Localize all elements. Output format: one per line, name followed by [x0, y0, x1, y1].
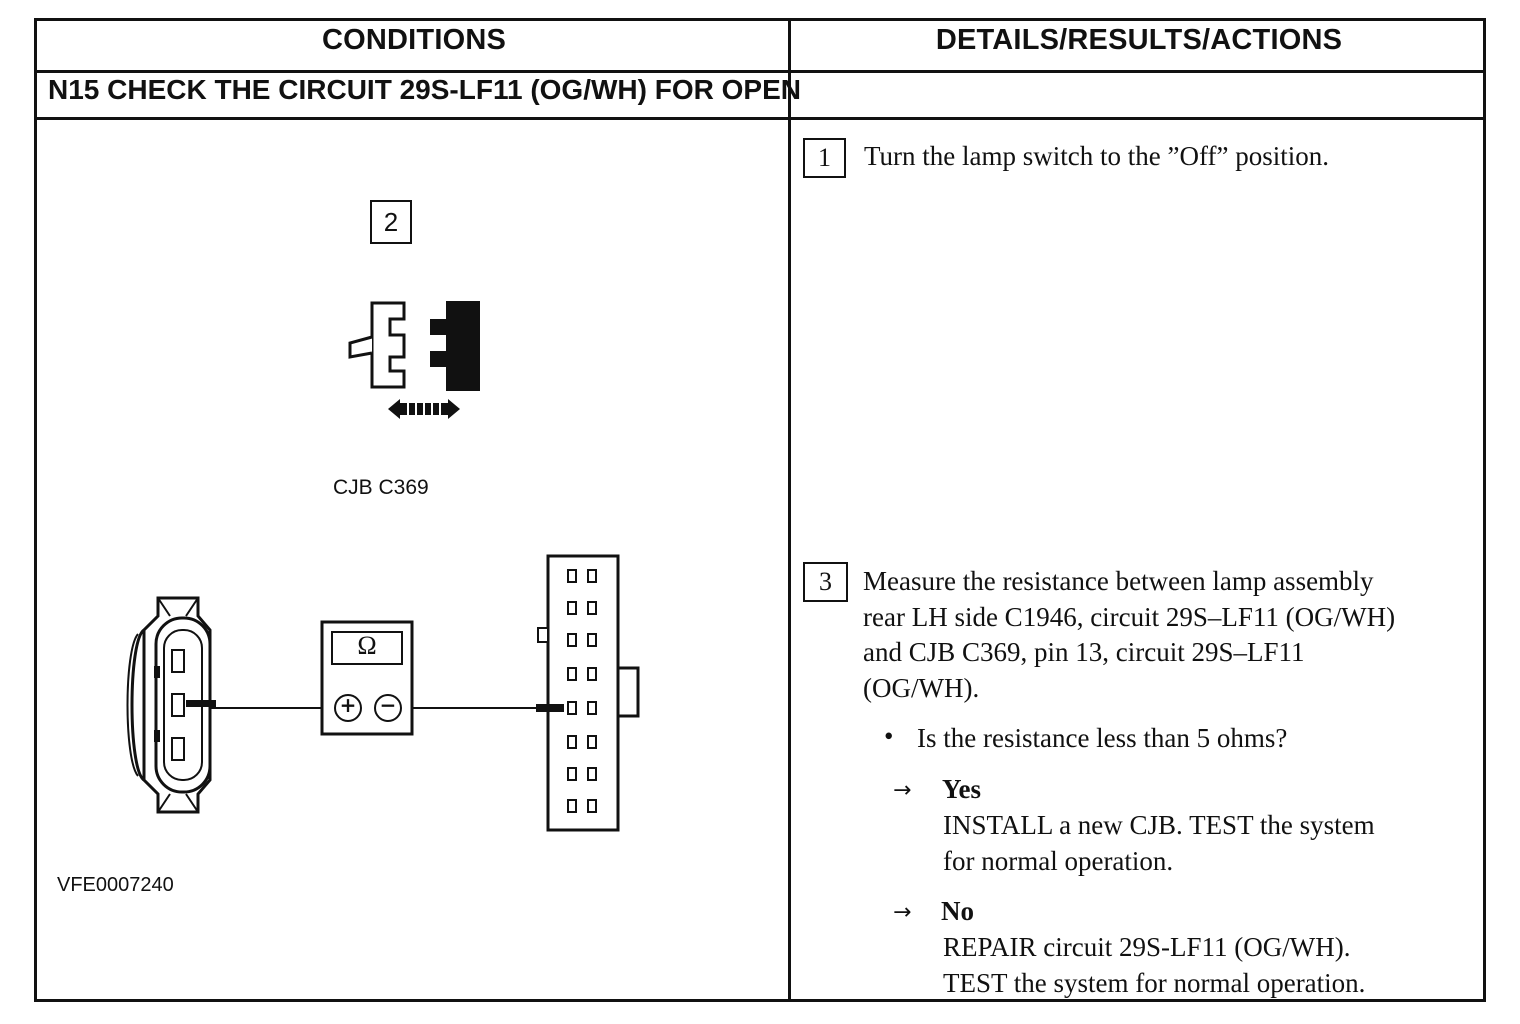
lamp-connector-icon	[126, 596, 216, 814]
arrow-right-icon: →	[893, 778, 912, 803]
ohm-symbol: Ω	[357, 631, 377, 660]
step-title: N15 CHECK THE CIRCUIT 29S-LF11 (OG/WH) F…	[48, 74, 801, 105]
bullet-point: •	[884, 721, 894, 751]
yes-line: INSTALL a new CJB. TEST the system	[943, 810, 1375, 840]
plus-terminal: +	[339, 693, 357, 717]
yes-label: Yes	[942, 774, 981, 804]
step3-line: and CJB C369, pin 13, circuit 29S–LF11	[863, 637, 1305, 667]
yes-line: for normal operation.	[943, 845, 1174, 876]
step3-number: 3	[803, 562, 848, 602]
procedure-table	[34, 18, 1486, 1002]
test-wires	[210, 707, 550, 709]
minus-terminal: −	[379, 693, 397, 717]
details-header: DETAILS/RESULTS/ACTIONS	[935, 24, 1343, 56]
no-line: REPAIR circuit 29S-LF11 (OG/WH).	[943, 932, 1351, 962]
arrow-right-icon: →	[893, 900, 912, 925]
figure-id: VFE0007240	[57, 874, 174, 896]
connector-label: CJB C369	[333, 476, 429, 499]
title-divider	[34, 117, 1486, 120]
cjb-connector-icon	[536, 554, 640, 832]
conditions-header: CONDITIONS	[321, 24, 507, 56]
step3-text: Measure the resistance between lamp asse…	[863, 564, 1395, 706]
step3-line: Measure the resistance between lamp asse…	[863, 566, 1374, 596]
step3-question: Is the resistance less than 5 ohms?	[917, 723, 1288, 753]
column-divider	[788, 18, 791, 1002]
step1-text: Turn the lamp switch to the ”Off” positi…	[864, 141, 1329, 171]
ohmmeter-icon	[320, 620, 414, 736]
callout-2: 2	[370, 200, 412, 244]
yes-result: INSTALL a new CJB. TEST the system for n…	[943, 808, 1375, 879]
no-result: REPAIR circuit 29S-LF11 (OG/WH). TEST th…	[943, 930, 1365, 1001]
disconnect-connector-icon	[348, 301, 480, 419]
no-label: No	[941, 896, 974, 926]
header-divider	[34, 70, 1486, 73]
step3-line: (OG/WH).	[863, 672, 980, 703]
step3-line: rear LH side C1946, circuit 29S–LF11 (OG…	[863, 601, 1396, 632]
no-line: TEST the system for normal operation.	[943, 967, 1366, 998]
step1-number: 1	[803, 138, 846, 178]
